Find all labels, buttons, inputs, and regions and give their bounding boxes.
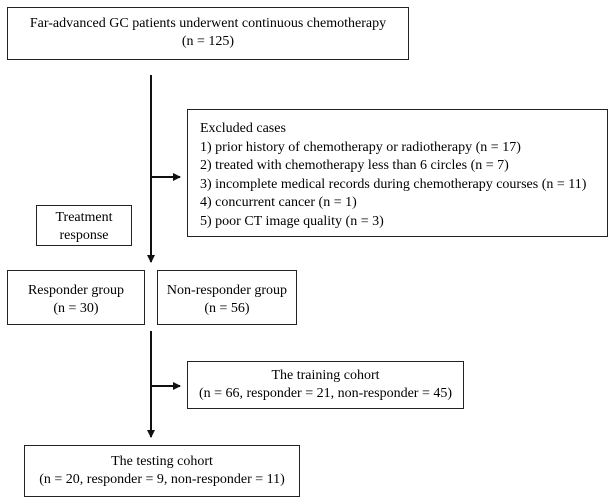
responder-group-box: Responder group (n = 30) — [7, 270, 145, 325]
responder-count: (n = 30) — [53, 301, 99, 316]
treatment-label-2: response — [59, 228, 109, 243]
patients-count: (n = 125) — [181, 34, 235, 49]
excluded-title: Excluded cases — [200, 121, 286, 136]
excluded-item: 2) treated with chemotherapy less than 6… — [200, 158, 509, 173]
excluded-item: 3) incomplete medical records during che… — [200, 176, 587, 192]
treatment-label: Treatment — [55, 210, 113, 225]
excluded-item: 5) poor CT image quality (n = 3) — [200, 213, 384, 229]
testing-counts: (n = 20, responder = 9, non-responder = … — [39, 472, 285, 487]
treatment-response-box: Treatment response — [36, 205, 132, 246]
excluded-item: 4) concurrent cancer (n = 1) — [200, 195, 357, 210]
training-title: The training cohort — [271, 368, 380, 383]
patients-box: Far-advanced GC patients underwent conti… — [7, 7, 409, 60]
patients-title: Far-advanced GC patients underwent conti… — [29, 16, 387, 31]
nonresponder-count: (n = 56) — [204, 301, 250, 316]
training-cohort-box: The training cohort (n = 66, responder =… — [187, 361, 464, 409]
testing-cohort-box: The testing cohort (n = 20, responder = … — [24, 445, 300, 497]
responder-title: Responder group — [27, 283, 125, 298]
training-counts: (n = 66, responder = 21, non-responder =… — [198, 386, 453, 401]
excluded-item: 1) prior history of chemotherapy or radi… — [200, 139, 521, 155]
excluded-box: Excluded cases 1) prior history of chemo… — [187, 109, 608, 237]
nonresponder-group-box: Non-responder group (n = 56) — [157, 270, 297, 325]
testing-title: The testing cohort — [111, 454, 213, 469]
nonresponder-title: Non-responder group — [166, 283, 288, 298]
